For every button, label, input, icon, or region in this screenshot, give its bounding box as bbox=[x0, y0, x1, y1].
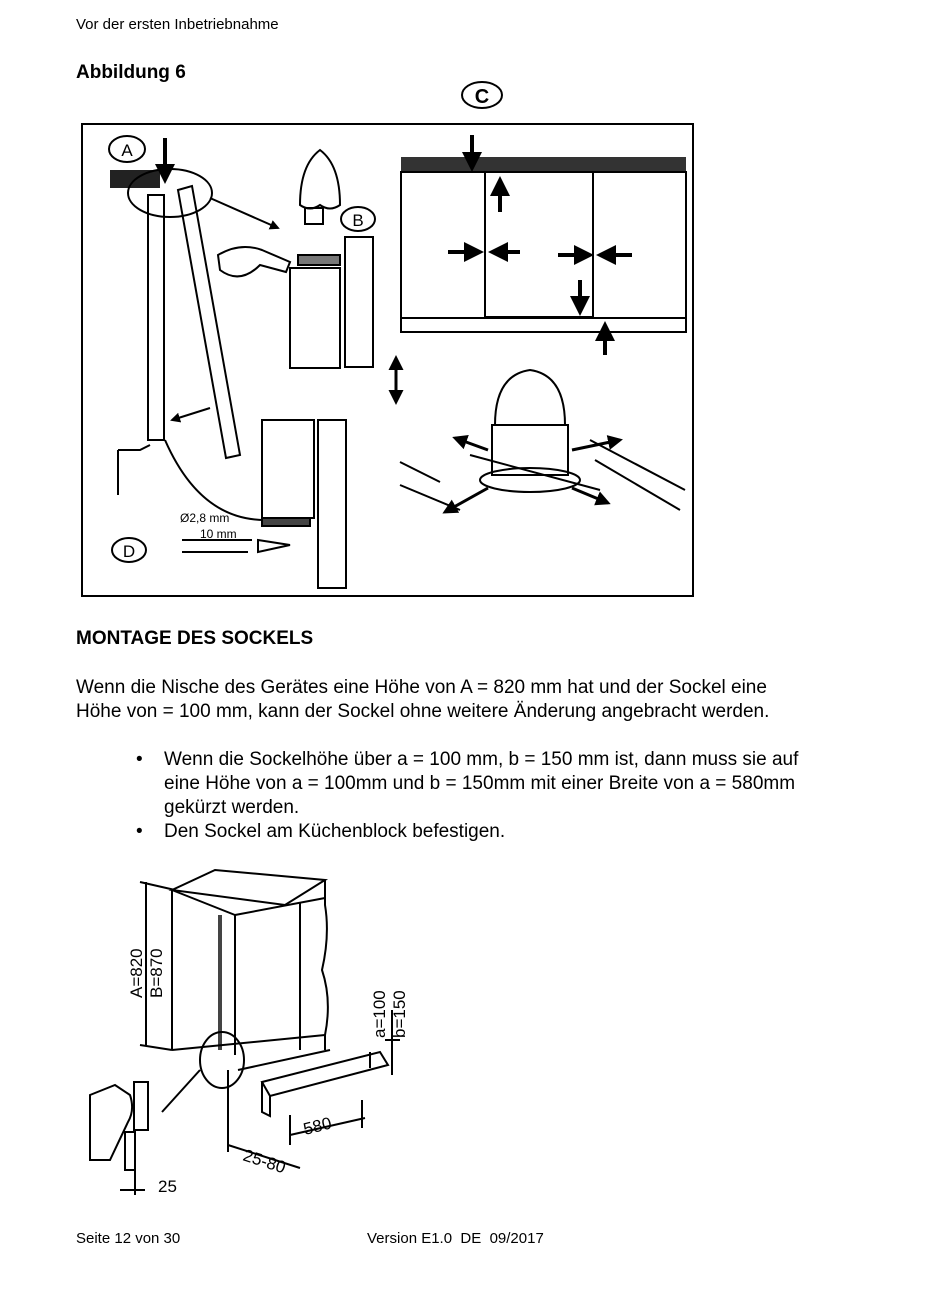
svg-text:D: D bbox=[123, 542, 135, 561]
paragraph-line: Höhe von = 100 mm, kann der Sockel ohne … bbox=[76, 701, 770, 722]
appliance-drawing bbox=[89, 868, 400, 1195]
label-b: B bbox=[352, 211, 363, 230]
figure-illustration: C A B bbox=[81, 81, 694, 597]
cap-detail bbox=[399, 368, 686, 514]
paragraph-line: Wenn die Nische des Gerätes eine Höhe vo… bbox=[76, 677, 767, 698]
plinth-diagram: A=820 B=870 a=100 b=150 580 25-80 25 bbox=[89, 868, 409, 1196]
list-item: • Wenn die Sockelhöhe über a = 100 mm, b… bbox=[76, 748, 906, 820]
bullet-line: eine Höhe von a = 100mm und b = 150mm mi… bbox=[164, 773, 796, 794]
label-a: A bbox=[121, 141, 133, 160]
figure-title: Abbildung 6 bbox=[76, 62, 186, 83]
plinth-b-label: b=150 bbox=[390, 990, 409, 1038]
bullet-line: Wenn die Sockelhöhe über a = 100 mm, b =… bbox=[164, 749, 799, 770]
bullet-line: gekürzt werden. bbox=[164, 797, 300, 818]
list-item: • Den Sockel am Küchenblock befestigen. bbox=[76, 820, 906, 844]
height-a-label: A=820 bbox=[127, 948, 146, 998]
bullet-line: Den Sockel am Küchenblock befestigen. bbox=[164, 821, 506, 842]
drill-diameter-label: Ø2,8 mm bbox=[180, 511, 229, 525]
svg-text:B: B bbox=[352, 211, 363, 230]
bullet-list: • Wenn die Sockelhöhe über a = 100 mm, b… bbox=[76, 748, 906, 844]
panel-b bbox=[216, 148, 404, 405]
intro-paragraph: Wenn die Nische des Gerätes eine Höhe vo… bbox=[76, 676, 896, 724]
label-c: C bbox=[461, 81, 503, 109]
panel-d bbox=[111, 419, 347, 589]
footer-version: Version E1.0 DE 09/2017 bbox=[367, 1230, 544, 1247]
svg-text:A: A bbox=[121, 141, 133, 160]
bullet-dot: • bbox=[136, 821, 143, 842]
bullet-dot: • bbox=[136, 749, 143, 770]
svg-text:C: C bbox=[475, 86, 489, 108]
drill-depth-label: 10 mm bbox=[200, 527, 237, 541]
plinth-a-label: a=100 bbox=[370, 990, 389, 1038]
section-title: MONTAGE DES SOCKELS bbox=[76, 628, 314, 649]
footer-page-number: Seite 12 von 30 bbox=[76, 1230, 181, 1247]
panel-a bbox=[108, 135, 280, 521]
label-d: D bbox=[123, 542, 135, 561]
figure-frame bbox=[81, 123, 694, 597]
panel-c bbox=[400, 135, 687, 355]
offset-label: 25-80 bbox=[241, 1146, 288, 1178]
page-header: Vor der ersten Inbetriebnahme bbox=[76, 16, 279, 33]
width-label: 580 bbox=[301, 1114, 333, 1139]
height-b-label: B=870 bbox=[147, 948, 166, 998]
gap-label: 25 bbox=[158, 1177, 177, 1196]
